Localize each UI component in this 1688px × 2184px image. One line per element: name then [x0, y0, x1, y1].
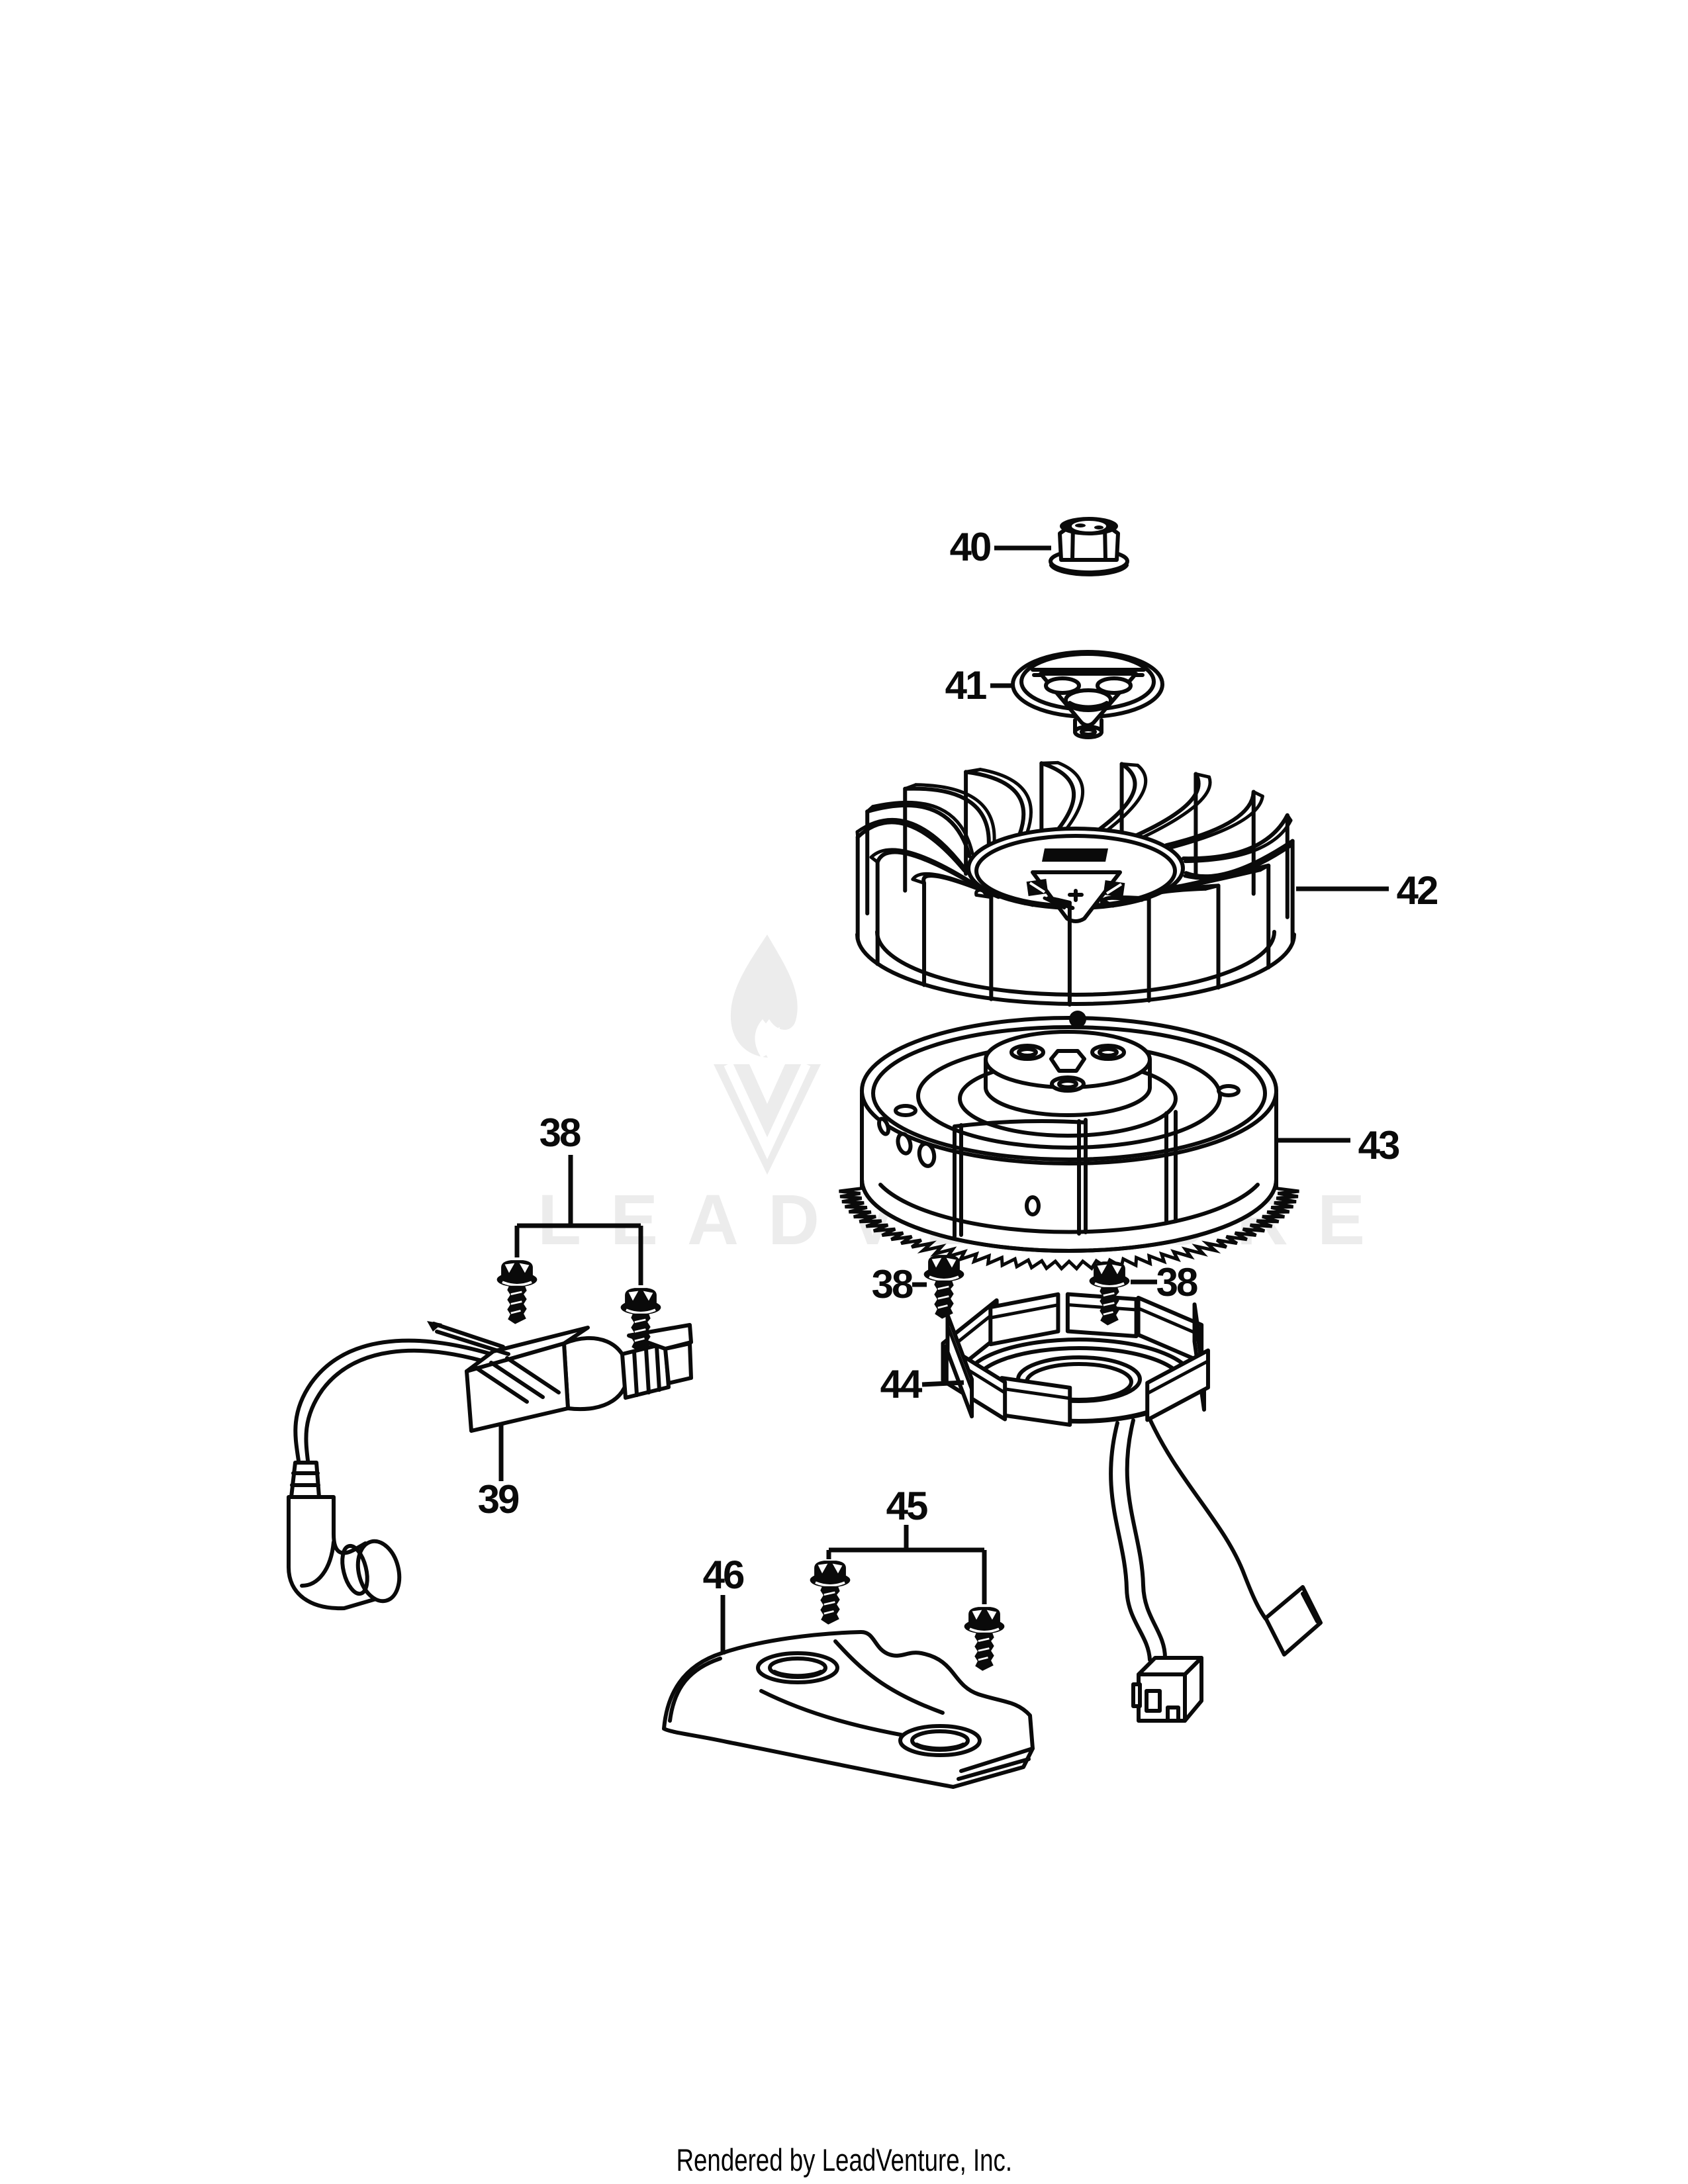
callout-41: 41	[945, 663, 986, 707]
footer: Rendered by LeadVenture, Inc.	[0, 2142, 1688, 2178]
part-46-baffle-plate	[662, 1630, 1035, 1789]
part-43-flywheel	[839, 1011, 1299, 1271]
wire-tag	[1264, 1585, 1323, 1657]
screw-45-a	[808, 1559, 852, 1626]
callout-42: 42	[1397, 868, 1437, 913]
footer-text: Rendered by LeadVenture, Inc.	[676, 2142, 1012, 2177]
callout-38-left: 38	[872, 1262, 913, 1306]
callout-45: 45	[886, 1484, 927, 1528]
part-40-flange-nut	[1049, 517, 1129, 576]
part-42-flywheel-fan	[855, 760, 1296, 1007]
screw-38-a	[495, 1259, 539, 1326]
part-41-starter-cup	[1011, 650, 1164, 739]
callout-39: 39	[478, 1477, 519, 1522]
stator-wire-connector	[1131, 1656, 1203, 1723]
callout-leader-lines	[498, 545, 1389, 1655]
callout-38-bracket: 38	[539, 1111, 581, 1155]
screw-45-b	[962, 1606, 1006, 1672]
flame-icon	[730, 934, 798, 1058]
callout-labels: 38 38 38 39 40 41 42 43 44 45 46	[478, 525, 1439, 1597]
part-44-stator	[941, 1292, 1323, 1723]
callout-46: 46	[703, 1553, 744, 1597]
callout-38-right: 38	[1156, 1260, 1197, 1304]
callout-43: 43	[1358, 1123, 1399, 1167]
callout-40: 40	[950, 525, 990, 569]
callout-44: 44	[880, 1362, 923, 1406]
screw-38-c	[922, 1253, 966, 1320]
part-39-ignition-coil	[287, 1321, 693, 1611]
